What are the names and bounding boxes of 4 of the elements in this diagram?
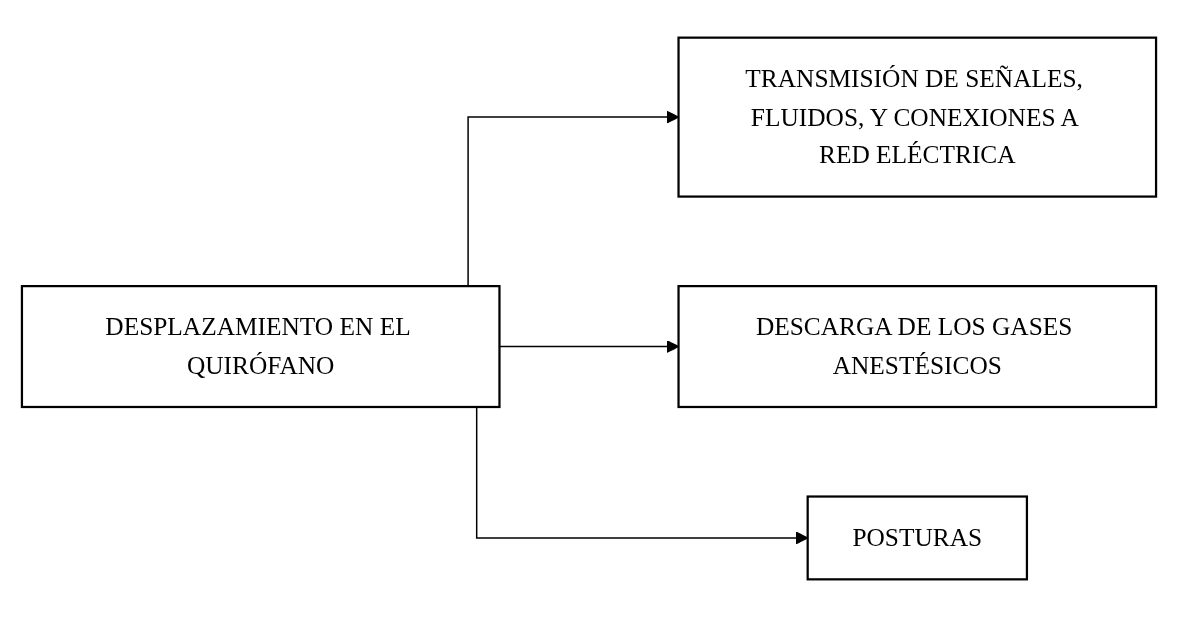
node-box: TRANSMISIÓN DE SEÑALES, FLUIDOS, Y CONEXIONES A RED ELÉCTRICA [677,36,1158,198]
node-box: POSTURAS [806,495,1029,581]
node-box: DESPLAZAMIENTO EN EL QUIRÓFANO [20,285,501,409]
node-box: DESCARGA DE LOS GASES ANESTÉSICOS [677,285,1158,409]
